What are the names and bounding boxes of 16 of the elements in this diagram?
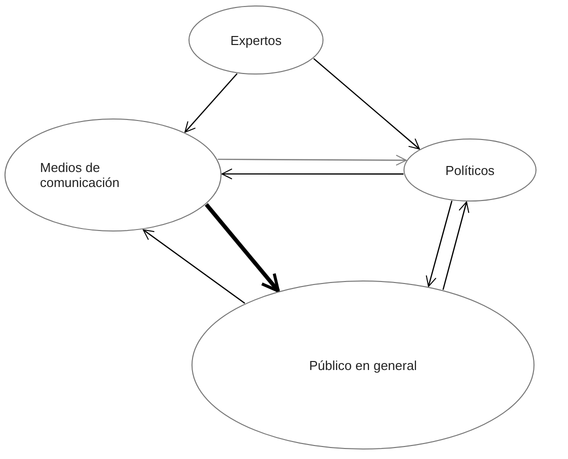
- node-label: Expertos: [230, 32, 282, 48]
- arrow: [313, 58, 420, 150]
- node-label: Público en general: [309, 358, 417, 372]
- ellipse-node: [403, 138, 537, 202]
- node-label: Políticos: [445, 162, 495, 178]
- arrow: [204, 203, 280, 293]
- arrow: [218, 154, 407, 166]
- arrow: [221, 168, 404, 180]
- arrow: [184, 73, 238, 133]
- ellipse-node: [4, 118, 222, 232]
- node-label: Medios de comunicación: [40, 160, 120, 190]
- arrow: [142, 229, 246, 304]
- ellipse-node: [188, 5, 324, 75]
- arrow: [442, 201, 470, 290]
- arrow: [426, 200, 452, 287]
- ellipse-node: [191, 280, 535, 450]
